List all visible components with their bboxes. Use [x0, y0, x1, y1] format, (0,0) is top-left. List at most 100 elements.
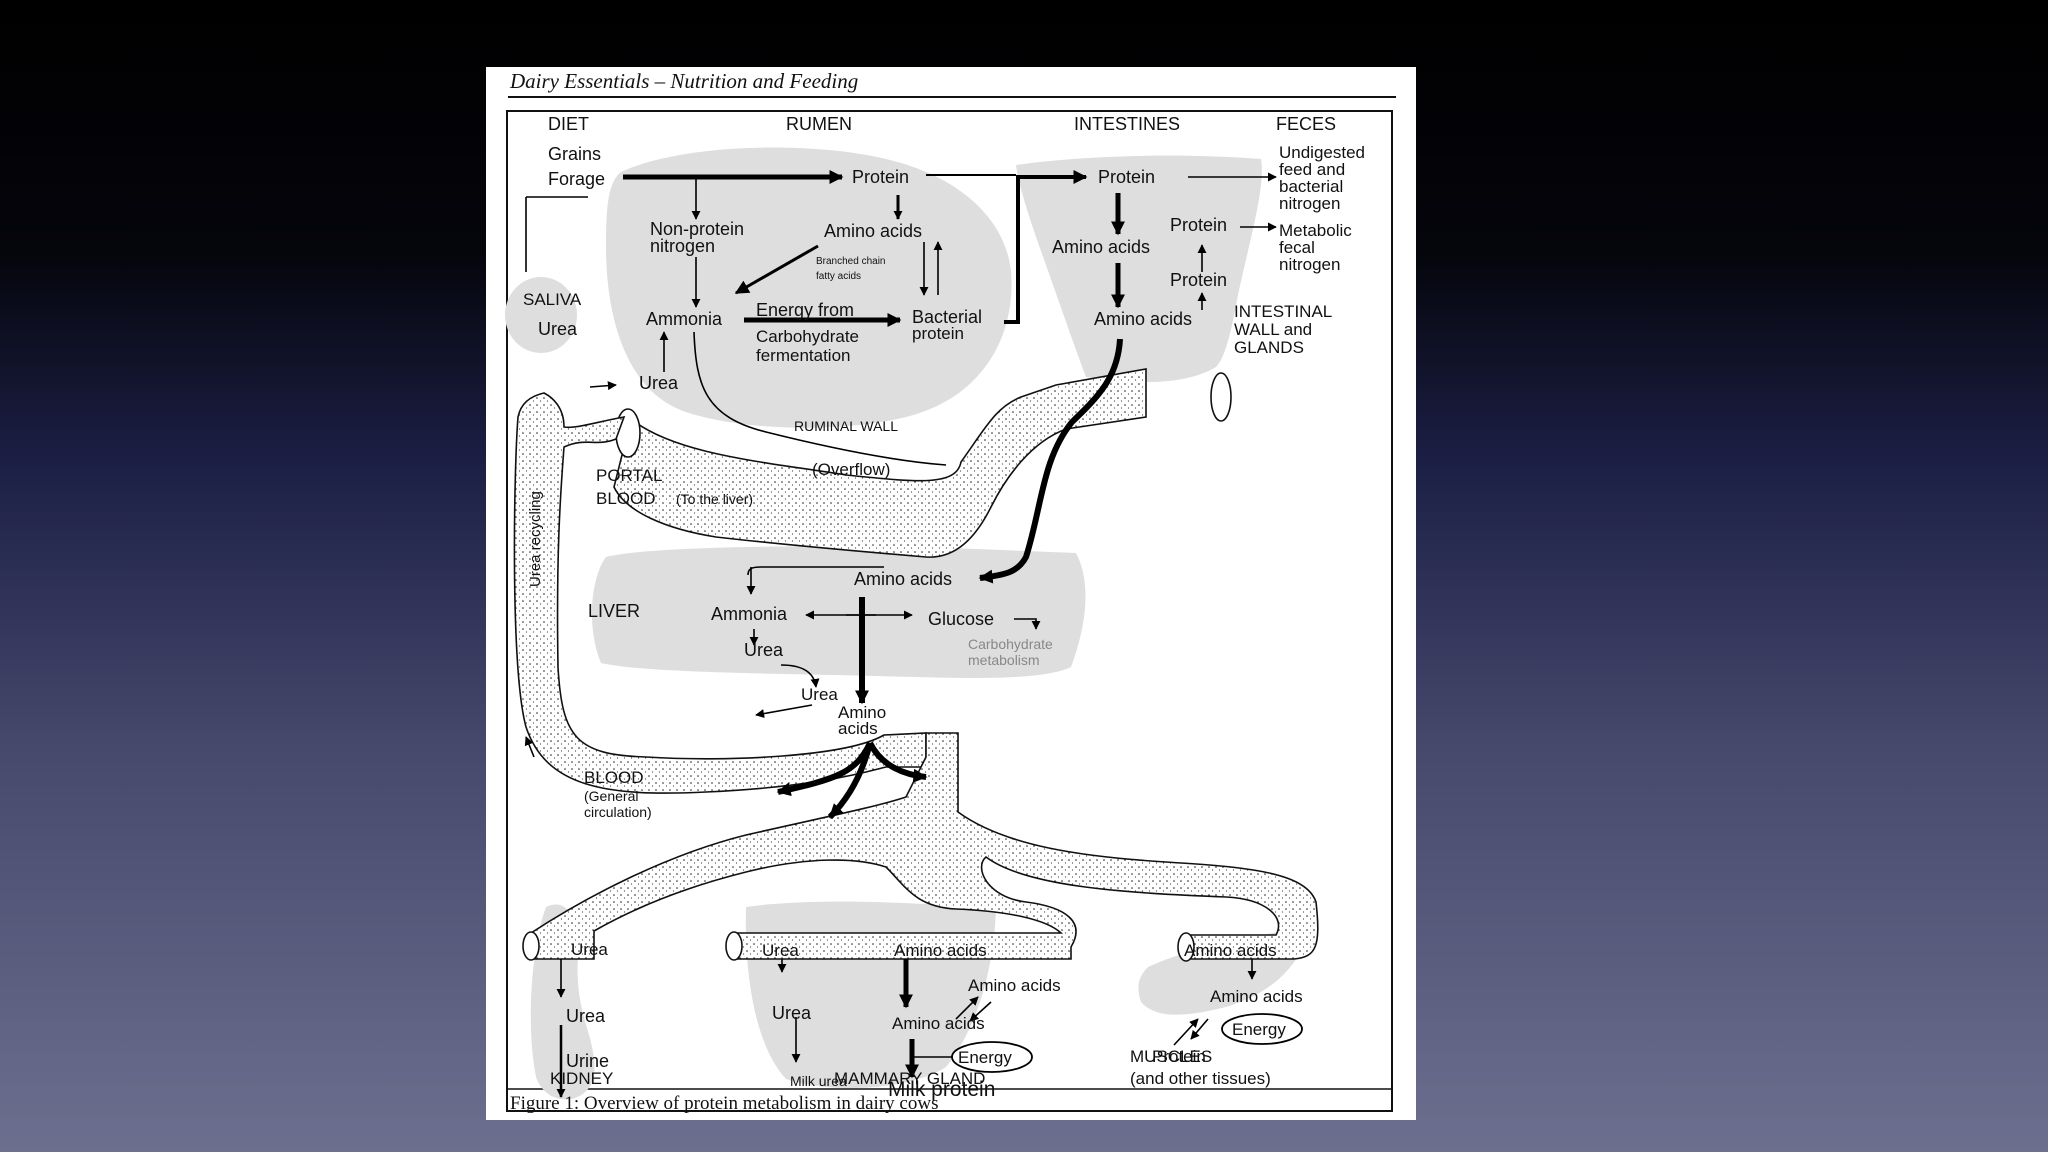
- label-bacterial-2: protein: [912, 324, 964, 343]
- label-mu-amino-vessel: Amino acids: [1184, 941, 1277, 960]
- blood-to-muscle: [867, 741, 928, 783]
- label-mg-amino-1: Amino acids: [968, 976, 1061, 995]
- figure-caption: Figure 1: Overview of protein metabolism…: [510, 1093, 939, 1114]
- label-blood-amino-1: Amino: [838, 703, 886, 722]
- label-mg-energy: Energy: [958, 1048, 1012, 1067]
- label-portal-3: (To the liver): [676, 491, 753, 507]
- label-mammary: MAMMARY GLAND: [834, 1069, 985, 1088]
- mg-amino-arrow-a: [955, 996, 979, 1020]
- label-rumen-amino: Amino acids: [824, 221, 922, 241]
- label-kidney-urea: Urea: [566, 1006, 606, 1026]
- label-undigested-2: feed and: [1279, 160, 1345, 179]
- bacterial-to-intestine: [1004, 170, 1088, 324]
- label-carb-1: Carbohydrate: [968, 636, 1053, 652]
- label-liver-amino: Amino acids: [854, 569, 952, 589]
- label-mg-urea-vessel: Urea: [762, 941, 799, 960]
- label-energy-1: Energy from: [756, 300, 854, 320]
- label-blood-1: BLOOD: [584, 768, 644, 787]
- label-portal-2: BLOOD: [596, 489, 656, 508]
- label-bcfa-2: fatty acids: [816, 271, 861, 282]
- label-rumen-protein: Protein: [852, 167, 909, 187]
- kidney-vessel-end: [522, 931, 540, 961]
- ammonia-to-portal: [693, 331, 947, 466]
- header-rule: [508, 96, 1396, 98]
- label-kidney: KIDNEY: [550, 1069, 613, 1088]
- int-amino-to-liver: [978, 338, 1123, 584]
- urea-recycle-left: [755, 704, 813, 719]
- label-blood-amino-2: acids: [838, 719, 878, 738]
- document-page: Dairy Essentials – Nutrition and Feeding: [486, 67, 1416, 1120]
- liver-urea-to-blood: [780, 664, 820, 688]
- label-int-protein2: Protein: [1170, 215, 1227, 235]
- label-mg-urea: Urea: [772, 1003, 812, 1023]
- urea-to-rumen-urea: [589, 381, 617, 391]
- label-mg-amino-2: Amino acids: [892, 1014, 985, 1033]
- label-liver: LIVER: [588, 601, 640, 621]
- glucose-to-carb: [1014, 618, 1041, 630]
- liver-region: [591, 546, 1086, 678]
- urea-recycle-up: [524, 736, 535, 758]
- label-carb-2: metabolism: [968, 652, 1040, 668]
- label-int-wall-1: INTESTINAL: [1234, 302, 1332, 321]
- label-int-protein3: Protein: [1170, 270, 1227, 290]
- intestine-region: [1016, 155, 1262, 383]
- label-ammonia: Ammonia: [646, 309, 723, 329]
- label-portal-1: PORTAL: [596, 466, 662, 485]
- label-urine: Urine: [566, 1051, 609, 1071]
- rumen-region: [606, 147, 1012, 428]
- label-npn-1: Non-protein: [650, 219, 744, 239]
- label-bacterial-1: Bacterial: [912, 307, 982, 327]
- label-diet: DIET: [548, 114, 589, 134]
- portal-vessel: [613, 368, 1147, 558]
- label-blood-3: circulation): [584, 804, 652, 820]
- label-rumen: RUMEN: [786, 114, 852, 134]
- label-muscles-2: (and other tissues): [1130, 1069, 1271, 1088]
- label-mu-energy: Energy: [1232, 1020, 1286, 1039]
- label-saliva: SALIVA: [523, 290, 582, 309]
- figure-frame: [506, 110, 1393, 1112]
- label-undigested-1: Undigested: [1279, 143, 1365, 162]
- label-energy-2: Carbohydrate: [756, 327, 859, 346]
- label-liver-ammonia: Ammonia: [711, 604, 788, 624]
- mg-energy-ellipse: [951, 1041, 1033, 1073]
- bcfa-to-ammonia: [734, 244, 819, 295]
- label-ruminal-wall: RUMINAL WALL: [794, 418, 898, 434]
- label-metabolic-3: nitrogen: [1279, 255, 1340, 274]
- label-milk-protein: Milk protein: [888, 1078, 995, 1101]
- label-int-amino: Amino acids: [1052, 237, 1150, 257]
- intestine-vessel-end: [1210, 372, 1232, 422]
- mammary-vessel-end: [725, 931, 743, 961]
- label-grains: Grains: [548, 144, 601, 164]
- label-int-wall-2: WALL and: [1234, 320, 1312, 339]
- label-milk-urea: Milk urea: [790, 1073, 847, 1089]
- portal-vessel-end: [615, 408, 641, 458]
- mu-energy-link: [1190, 1018, 1209, 1040]
- label-int-wall-3: GLANDS: [1234, 338, 1304, 357]
- label-mg-amino-vessel: Amino acids: [894, 941, 987, 960]
- label-mu-amino: Amino acids: [1210, 987, 1303, 1006]
- label-kidney-urea-vessel: Urea: [571, 940, 608, 959]
- label-rumen-urea: Urea: [639, 373, 679, 393]
- label-energy-3: fermentation: [756, 346, 851, 365]
- label-blood-urea: Urea: [801, 685, 838, 704]
- mu-energy-ellipse: [1221, 1013, 1303, 1045]
- protein-metabolism-diagram: DIET RUMEN INTESTINES FECES Grains Forag…: [505, 110, 1393, 1112]
- label-int-protein: Protein: [1098, 167, 1155, 187]
- label-metabolic-2: fecal: [1279, 238, 1315, 257]
- label-blood-2: (General: [584, 788, 638, 804]
- label-bcfa-1: Branched chain: [816, 256, 886, 267]
- label-overflow: (Overflow): [812, 460, 890, 479]
- label-metabolic-1: Metabolic: [1279, 221, 1352, 240]
- label-mu-protein: Protein: [1152, 1047, 1206, 1066]
- label-liver-urea: Urea: [744, 640, 784, 660]
- label-forage: Forage: [548, 169, 605, 189]
- label-npn-2: nitrogen: [650, 236, 715, 256]
- blood-to-mammary: [827, 742, 873, 820]
- label-int-amino2: Amino acids: [1094, 309, 1192, 329]
- mu-protein-up: [1173, 1018, 1199, 1046]
- label-intestines: INTESTINES: [1074, 114, 1180, 134]
- urea-recycling-vessel: [513, 392, 927, 794]
- saliva-region: [505, 277, 577, 353]
- label-urea-recycling: Urea recycling: [527, 491, 544, 587]
- label-undigested-4: nitrogen: [1279, 194, 1340, 213]
